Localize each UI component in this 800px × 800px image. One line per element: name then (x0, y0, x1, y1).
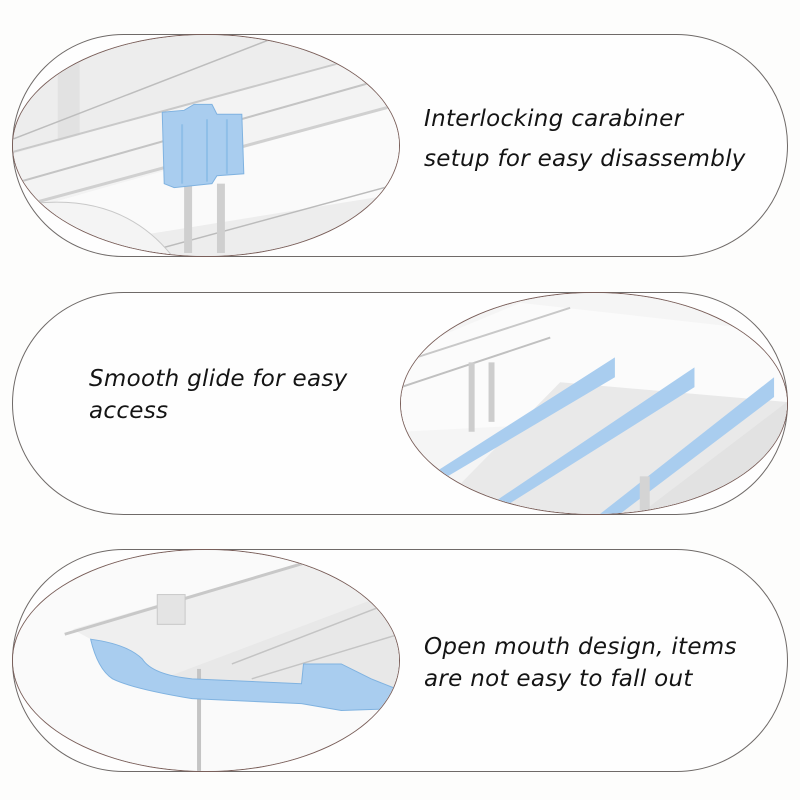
caption-line: setup for easy disassembly (424, 146, 746, 172)
carabiner-illustration (13, 35, 399, 256)
caption-line: Smooth glide for easy (89, 366, 348, 392)
open-mouth-illustration (13, 550, 399, 771)
feature-card-carabiner: Interlocking carabiner setup for easy di… (12, 34, 788, 257)
smooth-glide-caption: Smooth glide for easy access (89, 363, 348, 427)
caption-line: Interlocking carabiner (424, 106, 684, 132)
smooth-glide-photo (400, 292, 788, 515)
drawer-illustration (401, 293, 787, 514)
caption-line: are not easy to fall out (424, 666, 693, 692)
carabiner-photo (12, 34, 400, 257)
feature-card-open-mouth: Open mouth design, items are not easy to… (12, 549, 788, 772)
caption-line: access (89, 398, 169, 424)
open-mouth-caption: Open mouth design, items are not easy to… (424, 631, 737, 695)
open-mouth-photo (12, 549, 400, 772)
caption-line: Open mouth design, items (424, 634, 737, 660)
carabiner-caption: Interlocking carabiner setup for easy di… (424, 103, 746, 175)
feature-card-smooth-glide: Smooth glide for easy access (12, 292, 788, 515)
